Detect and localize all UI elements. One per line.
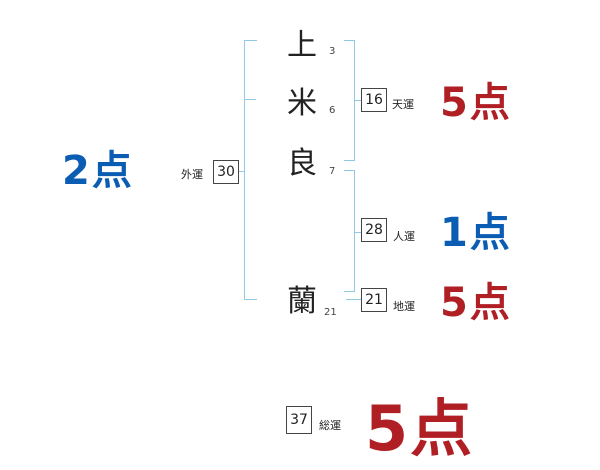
gaiun-bracket <box>244 40 257 300</box>
jinun-value-box: 28 <box>361 218 387 242</box>
stroke-count-3: 7 <box>329 166 336 177</box>
tenun-bracket <box>344 40 355 161</box>
tenun-score: 5点 <box>440 80 512 126</box>
stroke-count-4: 21 <box>324 307 337 318</box>
name-char-2: 米 <box>287 86 317 121</box>
tenun-label: 天運 <box>392 98 414 111</box>
stroke-count-2: 6 <box>329 105 336 116</box>
jinun-score: 1点 <box>440 210 512 256</box>
gaiun-score: 2点 <box>62 148 134 194</box>
jinun-connector <box>355 232 361 233</box>
souun-label: 総運 <box>319 419 341 432</box>
tenun-connector <box>355 100 361 101</box>
souun-score: 5点 <box>365 392 475 465</box>
stroke-count-1: 3 <box>329 46 336 57</box>
gaiun-label: 外運 <box>181 168 203 181</box>
jinun-label: 人運 <box>393 230 415 243</box>
jinun-bracket <box>344 170 355 292</box>
chiun-score: 5点 <box>440 280 512 326</box>
name-char-4: 蘭 <box>287 284 317 319</box>
tenun-value-box: 16 <box>361 88 387 112</box>
souun-value-box: 37 <box>286 406 312 434</box>
gaiun-connector <box>238 171 244 172</box>
chiun-connector <box>346 299 361 300</box>
chiun-value-box: 21 <box>361 288 387 312</box>
chiun-label: 地運 <box>393 300 415 313</box>
name-char-3: 良 <box>287 146 317 181</box>
name-char-1: 上 <box>287 28 317 63</box>
bracket-tick-2 <box>244 99 256 100</box>
gaiun-value-box: 30 <box>213 160 239 184</box>
